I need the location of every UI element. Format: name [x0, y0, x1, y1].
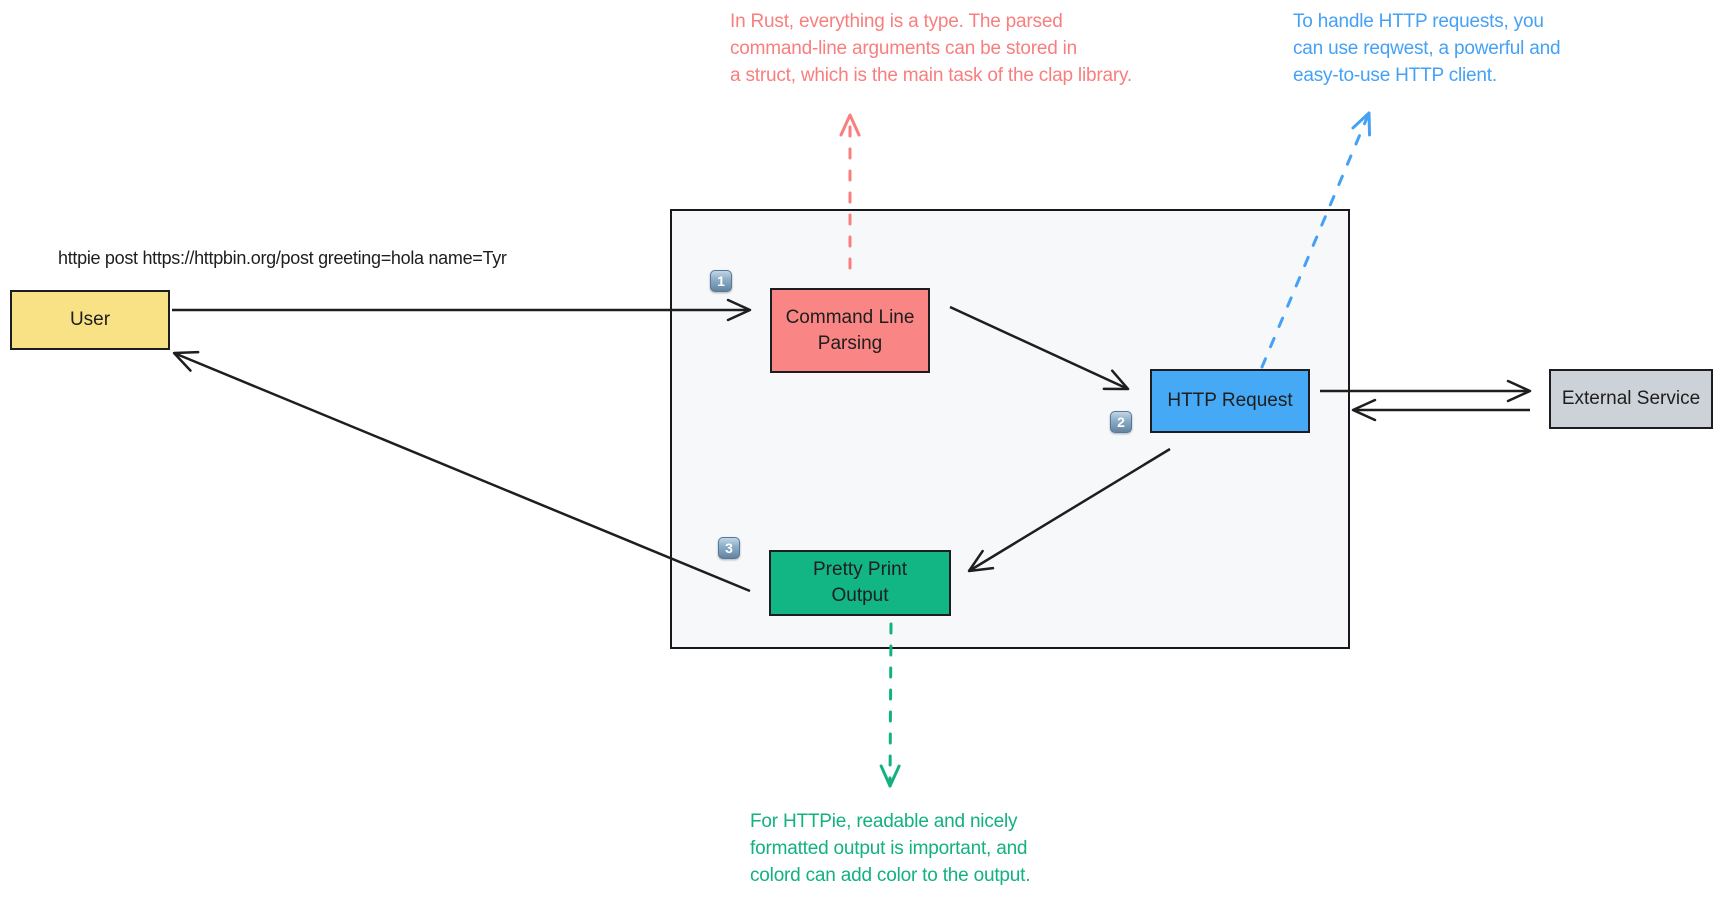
http-request-node: HTTP Request — [1150, 369, 1310, 433]
reqwest-annotation: To handle HTTP requests, you can use req… — [1293, 11, 1561, 86]
step-1-badge: 1 — [710, 270, 732, 292]
step-2-badge: 2 — [1110, 411, 1132, 433]
step-3-badge: 3 — [718, 537, 740, 559]
arrow-pretty-to-user — [172, 350, 751, 593]
command-line-parsing-node: Command Line Parsing — [770, 288, 930, 373]
external-service-node: External Service — [1549, 369, 1713, 429]
user-node: User — [10, 290, 170, 350]
clap-annotation: In Rust, everything is a type. The parse… — [730, 11, 1132, 86]
pretty-print-output-node: Pretty Print Output — [769, 550, 951, 616]
colord-annotation: For HTTPie, readable and nicely formatte… — [750, 811, 1031, 886]
httpie-command-label: httpie post https://httpbin.org/post gre… — [58, 248, 507, 268]
